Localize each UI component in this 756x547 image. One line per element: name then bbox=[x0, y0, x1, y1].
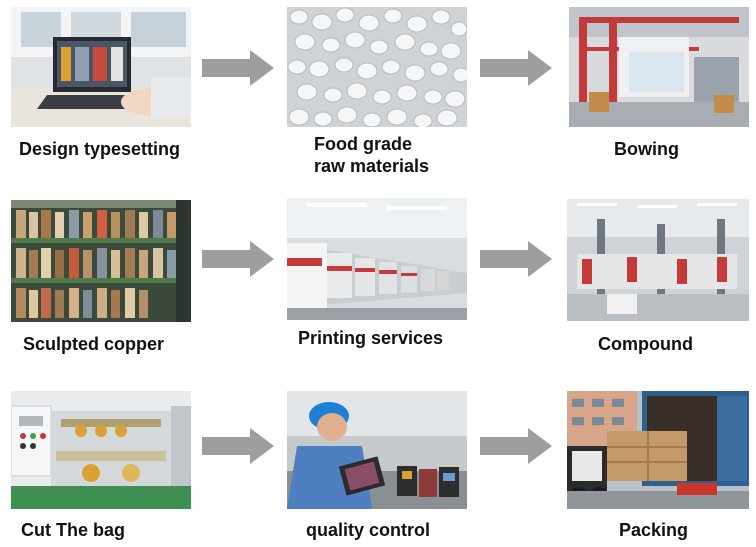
photo-printing-press bbox=[287, 198, 467, 320]
caption-cut-the-bag: Cut The bag bbox=[21, 520, 125, 540]
right-arrow-icon bbox=[480, 50, 552, 86]
photo-slitting-machine bbox=[11, 391, 191, 509]
right-arrow-icon bbox=[202, 241, 274, 277]
photo-laminating bbox=[567, 199, 749, 321]
photo-packing bbox=[567, 391, 749, 509]
caption-sculpted-copper: Sculpted copper bbox=[23, 334, 165, 354]
caption-compound: Compound bbox=[598, 334, 693, 354]
caption-raw-materials: Food grade raw materials bbox=[314, 134, 430, 176]
right-arrow-icon bbox=[480, 428, 552, 464]
caption-packing: Packing bbox=[619, 520, 689, 540]
caption-quality-control: quality control bbox=[306, 520, 431, 540]
right-arrow-icon bbox=[202, 50, 274, 86]
photo-design-typesetting bbox=[11, 7, 191, 127]
photo-raw-materials bbox=[287, 7, 467, 127]
right-arrow-icon bbox=[480, 241, 552, 277]
photo-sculpted-copper bbox=[11, 200, 191, 322]
caption-printing-services: Printing services bbox=[298, 328, 444, 348]
right-arrow-icon bbox=[202, 428, 274, 464]
photo-quality-control bbox=[287, 391, 467, 509]
caption-bowing: Bowing bbox=[614, 139, 679, 159]
caption-design-typesetting: Design typesetting bbox=[19, 139, 181, 159]
photo-film-blowing bbox=[569, 7, 749, 127]
